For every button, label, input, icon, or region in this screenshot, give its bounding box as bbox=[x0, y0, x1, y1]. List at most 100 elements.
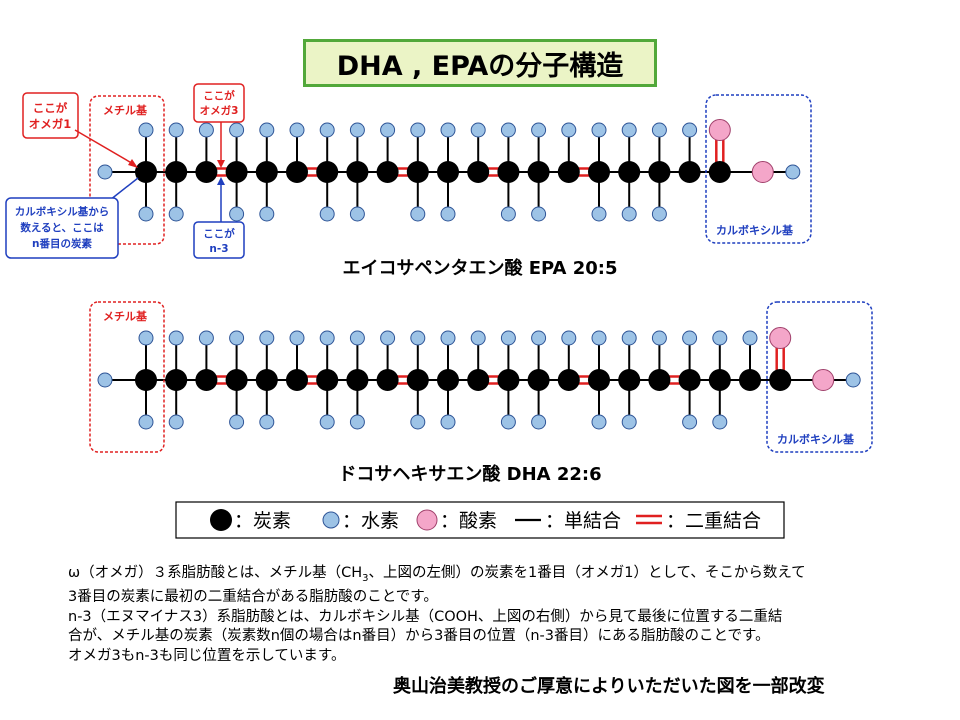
hydrogen-atom bbox=[229, 330, 245, 346]
hydrogen-atom bbox=[138, 330, 154, 346]
hydrogen-atom bbox=[591, 122, 607, 138]
carbon-atom bbox=[648, 369, 671, 391]
carbon-atom bbox=[708, 369, 731, 391]
hydrogen-atom bbox=[531, 414, 547, 430]
hydrogen-atom bbox=[591, 206, 607, 222]
carbon-atom bbox=[255, 161, 278, 183]
description-line-2: 3番目の炭素に最初の二重結合がある脂肪酸のことです。 bbox=[68, 589, 438, 606]
oxygen-atom bbox=[708, 119, 731, 141]
callout-nth-carbon: カルボキシル基から 数えると、ここは n番目の炭素 bbox=[5, 177, 139, 259]
carbon-atom bbox=[165, 369, 188, 391]
svg-text:数えると、ここは: 数えると、ここは bbox=[19, 221, 104, 234]
hydrogen-atom bbox=[500, 414, 516, 430]
epa-molecule bbox=[97, 119, 801, 222]
carbon-atom bbox=[165, 161, 188, 183]
legend: ：炭素 ：水素 ：酸素 ：単結合 ：二重結合 bbox=[175, 501, 785, 539]
carbon-atom bbox=[678, 369, 701, 391]
epa-methyl-label: メチル基 bbox=[103, 103, 148, 117]
dha-carboxyl-label: カルボキシル基 bbox=[777, 432, 855, 446]
hydrogen-atom bbox=[500, 330, 516, 346]
carbon-atom bbox=[648, 161, 671, 183]
hydrogen-atom bbox=[531, 206, 547, 222]
oxygen-atom bbox=[769, 327, 792, 349]
hydrogen-atom bbox=[319, 206, 335, 222]
hydrogen-atom bbox=[349, 330, 365, 346]
carbon-atom bbox=[769, 369, 792, 391]
hydrogen-atom bbox=[621, 414, 637, 430]
svg-text:オメガ1: オメガ1 bbox=[29, 117, 72, 131]
carbon-atom bbox=[135, 161, 157, 183]
hydrogen-atom bbox=[168, 206, 184, 222]
hydrogen-atom bbox=[682, 414, 698, 430]
carbon-atom bbox=[346, 161, 369, 183]
hydrogen-atom bbox=[561, 122, 577, 138]
hydrogen-atom bbox=[651, 330, 667, 346]
hydrogen-atom bbox=[349, 414, 365, 430]
carbon-atom bbox=[376, 369, 399, 391]
oxygen-atom bbox=[812, 369, 835, 391]
description-line-3: n-3（エヌマイナス3）系脂肪酸とは、カルボキシル基（COOH、上図の右側）から… bbox=[68, 608, 783, 625]
hydrogen-atom bbox=[845, 372, 861, 388]
carbon-atom bbox=[437, 161, 459, 183]
hydrogen-atom bbox=[712, 330, 728, 346]
carbon-atom bbox=[255, 369, 278, 391]
svg-text:ここが: ここが bbox=[203, 89, 235, 102]
hydrogen-atom bbox=[349, 206, 365, 222]
hydrogen-atom bbox=[259, 122, 275, 138]
epa-methyl-frame bbox=[89, 95, 165, 245]
hydrogen-atom bbox=[259, 206, 275, 222]
hydrogen-atom bbox=[440, 330, 456, 346]
hydrogen-atom bbox=[470, 330, 486, 346]
epa-carboxyl-frame bbox=[705, 94, 812, 244]
hydrogen-atom bbox=[410, 122, 426, 138]
carbon-atom bbox=[286, 369, 308, 391]
hydrogen-atom bbox=[410, 414, 426, 430]
hydrogen-atom bbox=[785, 164, 801, 180]
hydrogen-atom bbox=[742, 330, 758, 346]
hydrogen-atom bbox=[440, 122, 456, 138]
carbon-atom bbox=[406, 369, 429, 391]
description-line-4: 合が、メチル基の炭素（炭素数n個の場合はn番目）から3番目の位置（n-3番目）に… bbox=[68, 628, 770, 645]
hydrogen-atom bbox=[289, 330, 305, 346]
carbon-atom bbox=[406, 161, 429, 183]
callout-omega3: ここが オメガ3 bbox=[193, 83, 245, 168]
carbon-atom bbox=[225, 369, 248, 391]
svg-text:n番目の炭素: n番目の炭素 bbox=[32, 237, 92, 250]
carbon-atom bbox=[618, 369, 641, 391]
hydrogen-atom bbox=[500, 122, 516, 138]
carbon-atom bbox=[678, 161, 701, 183]
hydrogen-atom bbox=[229, 206, 245, 222]
dha-caption: ドコサヘキサエン酸 DHA 22:6 bbox=[338, 463, 601, 485]
hydrogen-atom bbox=[440, 206, 456, 222]
carbon-atom bbox=[195, 369, 218, 391]
title-box: DHA , EPAの分子構造 bbox=[303, 39, 657, 87]
dha-molecule bbox=[97, 327, 861, 430]
hydrogen-atom bbox=[591, 330, 607, 346]
legend-hydrogen-swatch bbox=[322, 511, 340, 529]
hydrogen-atom bbox=[621, 206, 637, 222]
hydrogen-atom bbox=[229, 414, 245, 430]
description-line-1: ω（オメガ）３系脂肪酸とは、メチル基（CH3、上図の左側）の炭素を1番目（オメガ… bbox=[68, 565, 806, 584]
legend-single-label: ：単結合 bbox=[545, 510, 621, 532]
carbon-atom bbox=[135, 369, 157, 391]
carbon-atom bbox=[557, 161, 580, 183]
carbon-atom bbox=[708, 161, 731, 183]
hydrogen-atom bbox=[712, 414, 728, 430]
hydrogen-atom bbox=[198, 122, 214, 138]
hydrogen-atom bbox=[682, 122, 698, 138]
carbon-atom bbox=[195, 161, 218, 183]
hydrogen-atom bbox=[531, 330, 547, 346]
carbon-atom bbox=[467, 369, 490, 391]
epa-caption: エイコサペンタエン酸 EPA 20:5 bbox=[342, 257, 617, 279]
hydrogen-atom bbox=[470, 122, 486, 138]
dha-carboxyl-frame bbox=[766, 301, 873, 453]
carbon-atom bbox=[527, 369, 550, 391]
hydrogen-atom bbox=[410, 330, 426, 346]
hydrogen-atom bbox=[259, 414, 275, 430]
carbon-atom bbox=[497, 161, 520, 183]
legend-oxygen-label: ：酸素 bbox=[440, 510, 497, 532]
hydrogen-atom bbox=[168, 330, 184, 346]
description: ω（オメガ）３系脂肪酸とは、メチル基（CH3、上図の左側）の炭素を1番目（オメガ… bbox=[68, 564, 908, 666]
callout-n3: ここが n-3 bbox=[193, 177, 245, 259]
